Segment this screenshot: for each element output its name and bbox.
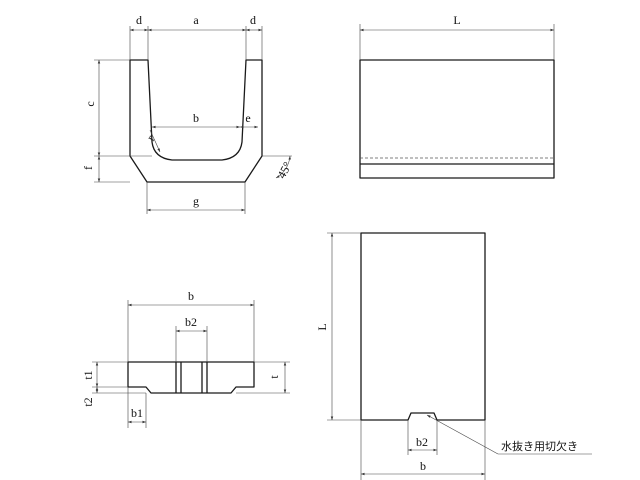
- label-f: f: [81, 166, 95, 170]
- label-b2-lid: b2: [185, 315, 197, 329]
- lid-outline: [127, 361, 255, 394]
- leader-r: [149, 129, 161, 153]
- label-g: g: [193, 194, 199, 208]
- label-t2: t2: [81, 397, 95, 406]
- side-outline: [359, 59, 555, 179]
- lid-plan-view: L b2 b 水抜き用切欠き: [315, 232, 592, 480]
- label-L-side: L: [315, 323, 329, 330]
- front-view: d a d c f b e r 45° g: [81, 13, 295, 214]
- label-t: t: [267, 375, 281, 379]
- label-L-top: L: [453, 13, 460, 27]
- lid-section-view: b b2 t1 t2 t b1: [81, 289, 290, 428]
- label-drain-notch-note: 水抜き用切欠き: [501, 439, 578, 453]
- label-b1: b1: [131, 406, 143, 420]
- label-a: a: [193, 13, 199, 27]
- label-r: r: [143, 133, 157, 143]
- label-angle: 45°: [274, 159, 294, 181]
- label-d-right: d: [250, 13, 256, 27]
- label-e: e: [245, 111, 250, 125]
- side-view: L: [359, 13, 555, 179]
- label-d-left: d: [136, 13, 142, 27]
- lid-plan-outline: [360, 232, 486, 421]
- label-b-lid: b: [188, 289, 194, 303]
- label-b2-plan: b2: [416, 435, 428, 449]
- label-b-plan: b: [420, 459, 426, 473]
- angle-arc: [275, 155, 291, 179]
- label-b-front: b: [193, 111, 199, 125]
- label-t1: t1: [81, 370, 95, 379]
- label-c: c: [83, 101, 97, 106]
- note-leader: [426, 414, 499, 455]
